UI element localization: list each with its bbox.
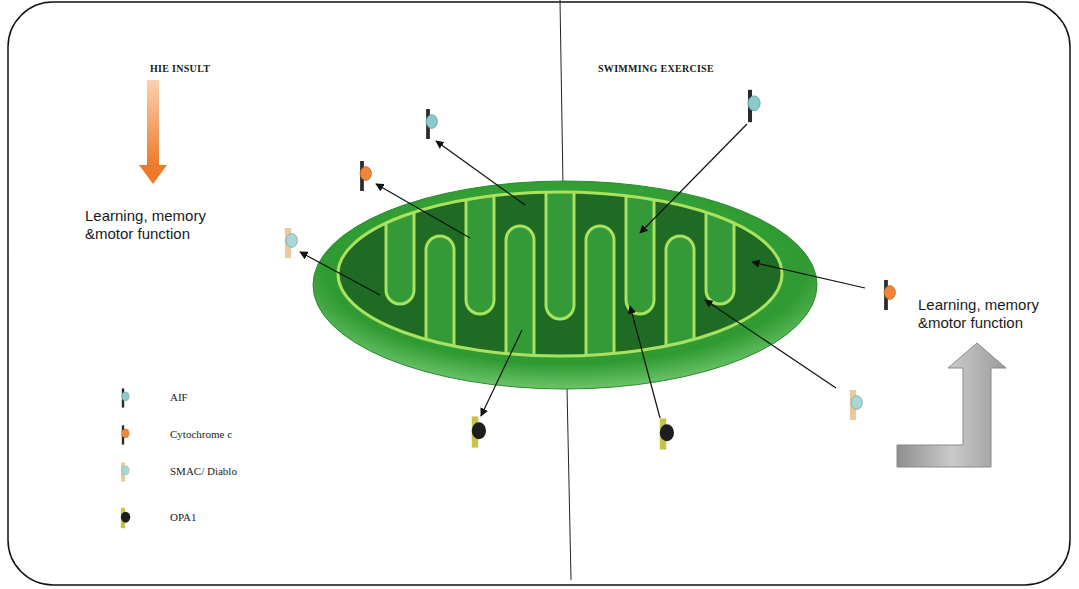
aif-icon (122, 388, 129, 407)
outcome-text: Learning, memory &motor function (85, 207, 227, 243)
legend-entry: AIF (170, 391, 188, 403)
retention-arrow (705, 300, 836, 388)
decline-arrow (139, 80, 167, 184)
cytochrome-icon (884, 280, 895, 310)
decline-arrow-shaft (147, 80, 159, 166)
divider-line (567, 388, 571, 580)
legend-entry: Cytochrome c (170, 428, 232, 440)
panel-heading: SWIMMING EXERCISE (598, 63, 714, 74)
aif-icon (748, 90, 760, 122)
mitochondrion (313, 180, 817, 389)
release-arrow (376, 184, 470, 238)
release-arrow (300, 252, 380, 295)
retention-arrow (630, 306, 660, 418)
smac-icon (850, 390, 863, 420)
inner-membrane (338, 192, 782, 356)
bent-up-arrow (897, 343, 1006, 467)
panel-heading: HIE INSULT (150, 63, 210, 74)
divider-line (560, 0, 563, 186)
smac-icon (121, 462, 129, 481)
frame-border (8, 2, 1070, 585)
protein-icons (285, 90, 896, 450)
release-arrow (481, 330, 522, 416)
aif-icon (426, 109, 437, 139)
release-arrows (300, 124, 865, 418)
opa1-icon (121, 508, 130, 528)
outcome-text: Learning, memory &motor function (918, 296, 1060, 332)
legend-icons (121, 388, 130, 528)
legend-entry: OPA1 (170, 511, 197, 523)
retention-arrow (752, 262, 865, 288)
improvement-arrow (897, 343, 1006, 467)
opa1-icon (472, 416, 486, 447)
smac-icon (285, 228, 298, 258)
release-arrow (436, 141, 525, 205)
decline-arrow-head (139, 165, 167, 184)
cytochrome-icon (360, 161, 371, 191)
opa1-icon (660, 418, 674, 449)
legend-entry: SMAC/ Diablo (170, 465, 237, 477)
retention-arrow (640, 124, 747, 233)
outer-membrane (313, 181, 817, 389)
cytochrome-icon (122, 425, 129, 444)
